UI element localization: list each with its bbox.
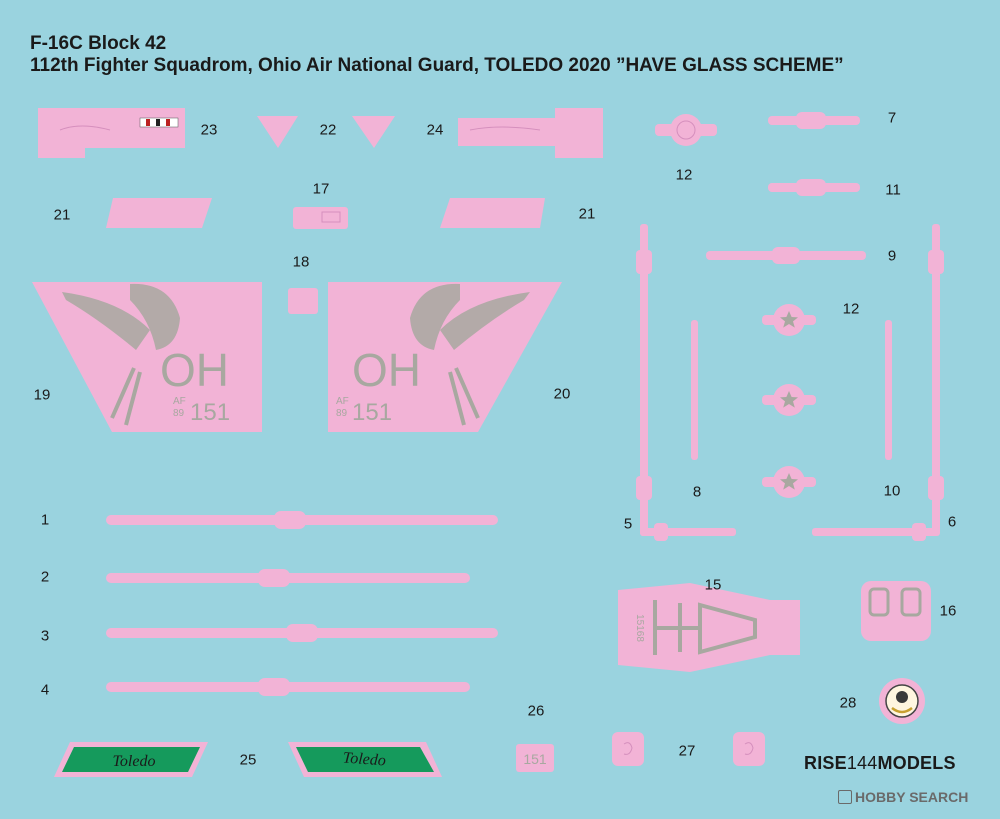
label-2: 2 [40,568,50,586]
hobby-search-icon [838,790,852,804]
label-1: 1 [40,511,50,529]
decal-25a: Toledo [54,742,208,777]
decal-21a [106,198,212,228]
decal-23 [38,108,185,158]
label-23: 23 [200,121,218,139]
decal-28-patch [879,678,925,724]
canopy-number: 15168 [634,614,645,642]
tail-code: OH [352,344,421,396]
decal-1 [106,511,498,529]
label-12-top: 12 [675,166,693,184]
label-6: 6 [947,513,957,531]
decal-27b [733,732,765,766]
label-11: 11 [885,181,901,199]
decal-25b: Toledo [288,742,442,777]
tail-year: 89 [173,408,185,419]
decal-27a [612,732,644,766]
label-5: 5 [623,515,633,533]
brand-part-rise: RISE [804,753,847,773]
label-18: 18 [292,253,310,271]
label-12-roundels: 12 [842,300,860,318]
watermark-text: HOBBY SEARCH [855,789,969,805]
label-21-left: 21 [53,206,71,224]
sheet-title: F-16C Block 42 [30,33,167,54]
tail-code: OH [160,344,229,396]
label-9: 9 [887,247,897,265]
brand-part-models: MODELS [877,753,956,773]
decal-22a [257,116,298,148]
label-8: 8 [692,483,702,501]
decal-24 [458,108,603,158]
fin-number: 151 [523,751,547,767]
decal-16 [861,581,931,641]
brand-logo: RISE144MODELS [804,753,956,774]
label-26: 26 [527,702,545,720]
decal-21b [440,198,545,228]
decal-5 [636,224,736,541]
decal-20-tail: OH AF 89 151 [328,282,562,432]
label-16: 16 [939,602,957,620]
label-22: 22 [319,121,337,139]
decal-8 [691,320,698,460]
roundel-star-icon [780,311,798,490]
label-24: 24 [426,121,444,139]
label-15: 15 [704,576,722,594]
toledo-text: Toledo [342,750,386,770]
decal-10 [885,320,892,460]
decal-3 [106,624,498,642]
decal-6 [812,224,944,541]
label-17: 17 [312,180,330,198]
label-10: 10 [883,482,901,500]
decal-19-tail: OH AF 89 151 [32,282,262,432]
decal-12-top [655,114,717,146]
decal-2 [106,569,470,587]
tail-af: AF [336,396,349,407]
label-3: 3 [40,627,50,645]
decal-18 [288,288,318,314]
tail-number: 151 [190,399,230,426]
decal-15-canopy: 15168 [618,583,800,672]
decal-22b [352,116,395,148]
decal-4 [106,678,470,696]
decal-26: 151 [516,744,554,772]
sheet-subtitle: 112th Fighter Squadrom, Ohio Air Nationa… [30,55,844,76]
label-20: 20 [553,385,571,403]
label-21-right: 21 [578,205,596,223]
label-7: 7 [887,109,897,127]
label-25: 25 [239,751,257,769]
label-19: 19 [33,386,51,404]
watermark: HOBBY SEARCH [838,789,968,805]
tail-number: 151 [352,399,392,426]
label-4: 4 [40,681,50,699]
label-28: 28 [839,694,857,712]
brand-part-144: 144 [846,753,878,773]
tail-af: AF [173,396,186,407]
toledo-text: Toledo [113,753,156,770]
label-27: 27 [678,742,696,760]
tail-year: 89 [336,408,348,419]
